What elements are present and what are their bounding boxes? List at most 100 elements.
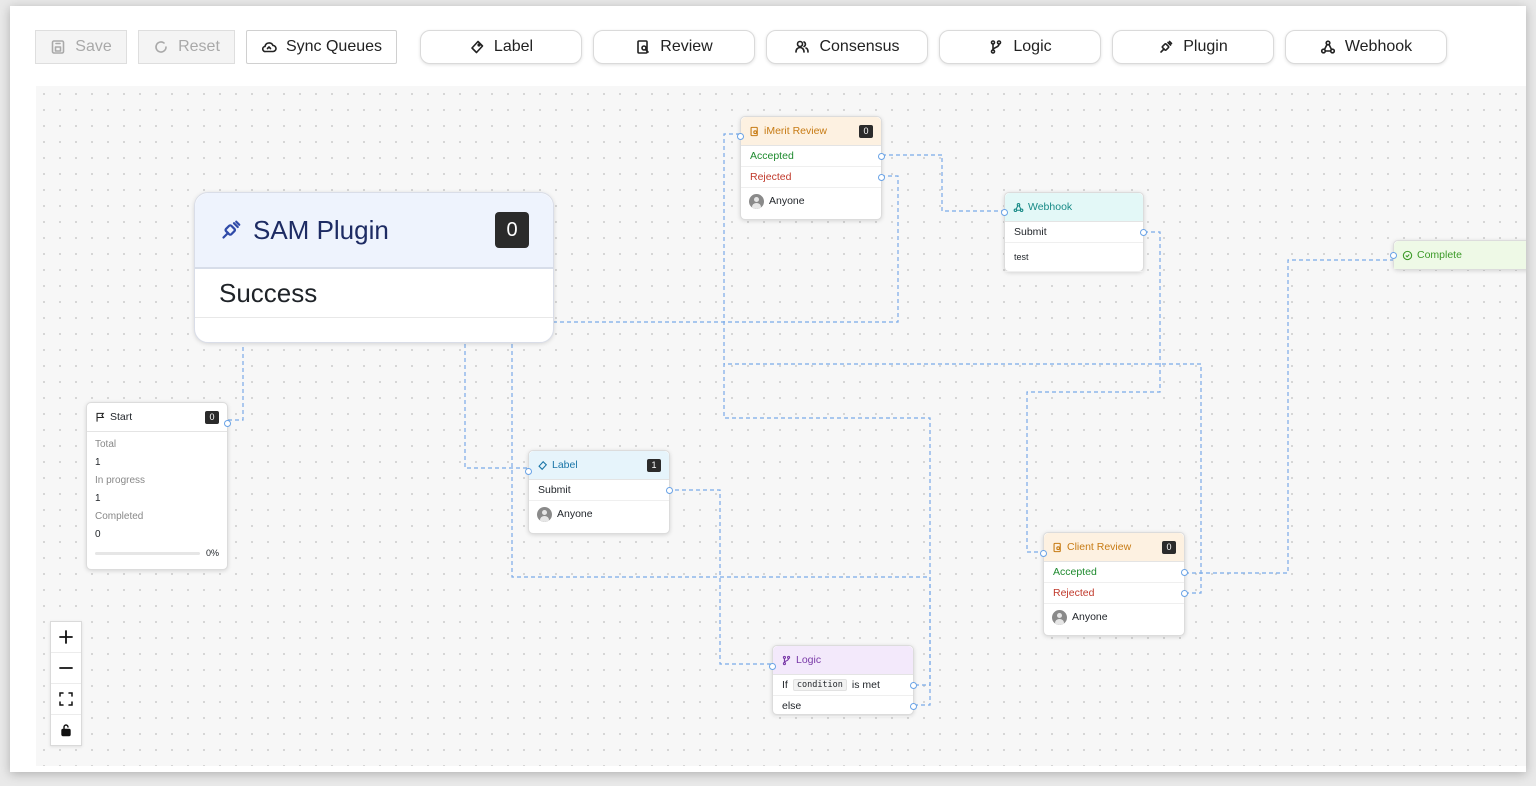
imerit-review-header: iMerit Review 0 — [741, 117, 881, 146]
client-review-title: Client Review — [1067, 541, 1132, 553]
webhook-input-handle[interactable] — [1001, 209, 1008, 216]
lock-button[interactable] — [51, 715, 81, 745]
zoom-out-button[interactable] — [51, 653, 81, 684]
webhook-note-row: test — [1005, 243, 1143, 272]
fit-view-button[interactable] — [51, 684, 81, 715]
review-tool-label: Review — [660, 38, 713, 55]
client-assignee-name: Anyone — [1072, 611, 1108, 623]
save-label: Save — [75, 38, 112, 55]
webhook-node[interactable]: Webhook Submit test — [1001, 192, 1147, 272]
reset-icon — [155, 41, 167, 53]
lock-icon — [61, 724, 71, 737]
label-submit-handle[interactable] — [666, 486, 673, 494]
client-review-count: 0 — [1162, 540, 1176, 554]
plugin-icon — [1160, 40, 1173, 53]
start-header: Start 0 — [87, 403, 227, 432]
logic-if-row: If condition is met — [773, 675, 917, 696]
app-frame: Save Reset Sync Queues Label Review Cons… — [10, 6, 1526, 772]
start-node[interactable]: Start 0 Total 1 In progress 1 Completed … — [86, 402, 231, 570]
start-output-handle[interactable] — [224, 420, 231, 427]
sync-queues-button[interactable]: Sync Queues — [246, 30, 397, 64]
add-review-node-button[interactable]: Review — [593, 30, 755, 64]
imerit-accepted-row: Accepted — [741, 146, 885, 167]
label-node-count: 1 — [647, 458, 661, 472]
imerit-accepted-handle[interactable] — [878, 152, 885, 160]
client-rejected-label: Rejected — [1053, 587, 1095, 599]
client-input-handle[interactable] — [1040, 550, 1047, 557]
plugin-icon — [222, 220, 241, 239]
logic-tool-label: Logic — [1013, 38, 1052, 55]
review-doc-icon — [750, 126, 758, 136]
branch-icon — [782, 655, 791, 665]
label-input-handle[interactable] — [525, 468, 532, 475]
imerit-accepted-label: Accepted — [750, 150, 794, 162]
logic-is-met-text: is met — [851, 679, 880, 691]
label-node-header: Label 1 — [529, 451, 669, 480]
imerit-review-title: iMerit Review — [764, 125, 828, 137]
label-node[interactable]: Label 1 Submit Anyone — [525, 450, 673, 534]
label-node-assignee-name: Anyone — [557, 508, 593, 520]
canvas-controls — [50, 621, 82, 746]
complete-node[interactable]: Complete — [1390, 240, 1526, 270]
client-accepted-handle[interactable] — [1181, 568, 1188, 576]
consensus-tool-label: Consensus — [819, 38, 900, 55]
save-button[interactable]: Save — [35, 30, 127, 64]
logic-title: Logic — [796, 654, 822, 666]
cloud-sync-icon — [261, 42, 277, 53]
webhook-note: test — [1014, 252, 1029, 262]
add-logic-node-button[interactable]: Logic — [939, 30, 1101, 64]
sam-plugin-success-row: Success — [195, 269, 553, 318]
avatar — [1052, 609, 1067, 625]
webhook-submit-handle[interactable] — [1140, 228, 1147, 236]
add-plugin-node-button[interactable]: Plugin — [1112, 30, 1274, 64]
imerit-rejected-handle[interactable] — [878, 173, 885, 181]
imerit-rejected-row: Rejected — [741, 167, 885, 188]
imerit-review-node[interactable]: iMerit Review 0 Accepted Rejected Anyone — [737, 116, 885, 220]
client-rejected-row: Rejected — [1044, 583, 1188, 604]
add-label-node-button[interactable]: Label — [420, 30, 582, 64]
fit-view-icon — [59, 692, 73, 706]
webhook-submit: Submit — [1014, 226, 1047, 238]
imerit-review-count: 0 — [859, 124, 873, 138]
client-review-node[interactable]: Client Review 0 Accepted Rejected Anyone — [1040, 532, 1188, 636]
webhook-tool-label: Webhook — [1344, 38, 1413, 55]
save-icon — [51, 40, 65, 54]
zoom-in-icon — [59, 630, 73, 644]
sam-plugin-count: 0 — [495, 212, 529, 248]
start-completed-label: Completed — [95, 511, 144, 522]
logic-header: Logic — [773, 646, 913, 675]
complete-input-handle[interactable] — [1390, 251, 1397, 259]
zoom-out-icon — [59, 667, 73, 669]
start-progress-bar — [95, 551, 200, 555]
complete-header: Complete — [1394, 241, 1526, 269]
logic-node[interactable]: Logic If condition is met else — [769, 645, 917, 717]
check-circle-icon — [1402, 250, 1413, 260]
logic-if-handle[interactable] — [910, 681, 917, 689]
logic-input-handle[interactable] — [769, 663, 776, 670]
sync-queues-label: Sync Queues — [285, 38, 383, 55]
sam-plugin-node[interactable]: SAM Plugin 0 Success — [194, 192, 554, 343]
reset-button[interactable]: Reset — [138, 30, 235, 64]
logic-else-handle[interactable] — [910, 702, 917, 710]
label-node-assignee: Anyone — [529, 501, 669, 527]
add-webhook-node-button[interactable]: Webhook — [1285, 30, 1447, 64]
client-assignee: Anyone — [1044, 604, 1184, 630]
webhook-icon — [1320, 40, 1335, 54]
imerit-assignee-name: Anyone — [769, 195, 805, 207]
webhook-submit-row: Submit — [1005, 222, 1147, 243]
client-rejected-handle[interactable] — [1181, 589, 1188, 597]
tag-icon — [471, 40, 484, 54]
start-completed-value: 0 — [95, 529, 101, 540]
sam-plugin-success-label: Success — [219, 277, 318, 308]
logic-if-text: If — [782, 679, 788, 691]
client-accepted-label: Accepted — [1053, 566, 1097, 578]
start-total-value: 1 — [95, 457, 101, 468]
zoom-in-button[interactable] — [51, 622, 81, 653]
sam-plugin-title: SAM Plugin — [253, 214, 389, 245]
start-in-progress-label: In progress — [95, 475, 146, 486]
imerit-input-handle[interactable] — [737, 133, 744, 140]
logic-else-text: else — [782, 700, 802, 712]
add-consensus-node-button[interactable]: Consensus — [766, 30, 928, 64]
complete-title: Complete — [1417, 249, 1462, 261]
imerit-rejected-label: Rejected — [750, 171, 792, 183]
